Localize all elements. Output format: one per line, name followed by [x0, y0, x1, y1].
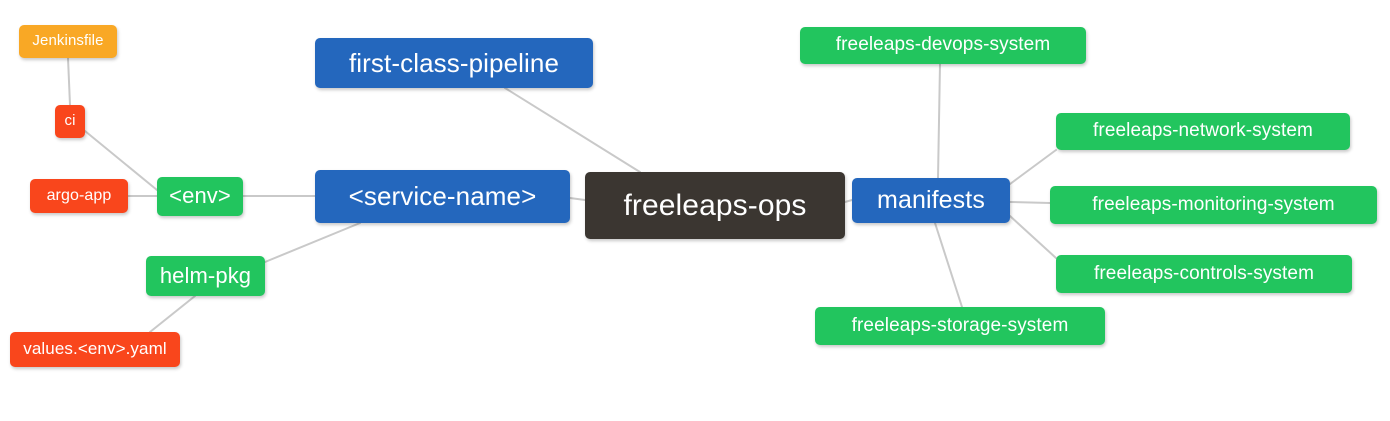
edge-jenkinsfile-to-ci [67, 57, 71, 106]
node-first-class-pipeline[interactable]: first-class-pipeline [315, 38, 593, 88]
node-values-yaml[interactable]: values.<env>.yaml [10, 332, 180, 367]
node-freeleaps-network-system[interactable]: freeleaps-network-system [1056, 113, 1350, 150]
edge-service-name-to-freeleaps-ops [569, 197, 586, 201]
node-freeleaps-monitoring-system[interactable]: freeleaps-monitoring-system [1050, 186, 1377, 224]
node-helm-pkg[interactable]: helm-pkg [146, 256, 265, 296]
edge-first-class-pipeline-to-freeleaps-ops [504, 87, 641, 173]
edge-manifests-to-freeleaps-monitoring-system [1009, 201, 1051, 204]
node-manifests[interactable]: manifests [852, 178, 1010, 223]
node-freeleaps-storage-system[interactable]: freeleaps-storage-system [815, 307, 1105, 345]
node-freeleaps-devops-system[interactable]: freeleaps-devops-system [800, 27, 1086, 64]
node-env[interactable]: <env> [157, 177, 243, 216]
edge-helm-pkg-to-service-name [264, 222, 361, 263]
node-service-name[interactable]: <service-name> [315, 170, 570, 223]
edge-manifests-to-freeleaps-controls-system [1009, 215, 1057, 259]
node-freeleaps-controls-system[interactable]: freeleaps-controls-system [1056, 255, 1352, 293]
edge-values-yaml-to-helm-pkg [149, 295, 196, 333]
edge-manifests-to-freeleaps-network-system [1009, 149, 1057, 185]
node-jenkinsfile[interactable]: Jenkinsfile [19, 25, 117, 58]
node-freeleaps-ops[interactable]: freeleaps-ops [585, 172, 845, 239]
edge-manifests-to-freeleaps-devops-system [937, 63, 941, 179]
node-ci[interactable]: ci [55, 105, 85, 138]
edge-manifests-to-freeleaps-storage-system [934, 222, 963, 308]
node-argo-app[interactable]: argo-app [30, 179, 128, 213]
edge-freeleaps-ops-to-manifests [844, 199, 853, 203]
